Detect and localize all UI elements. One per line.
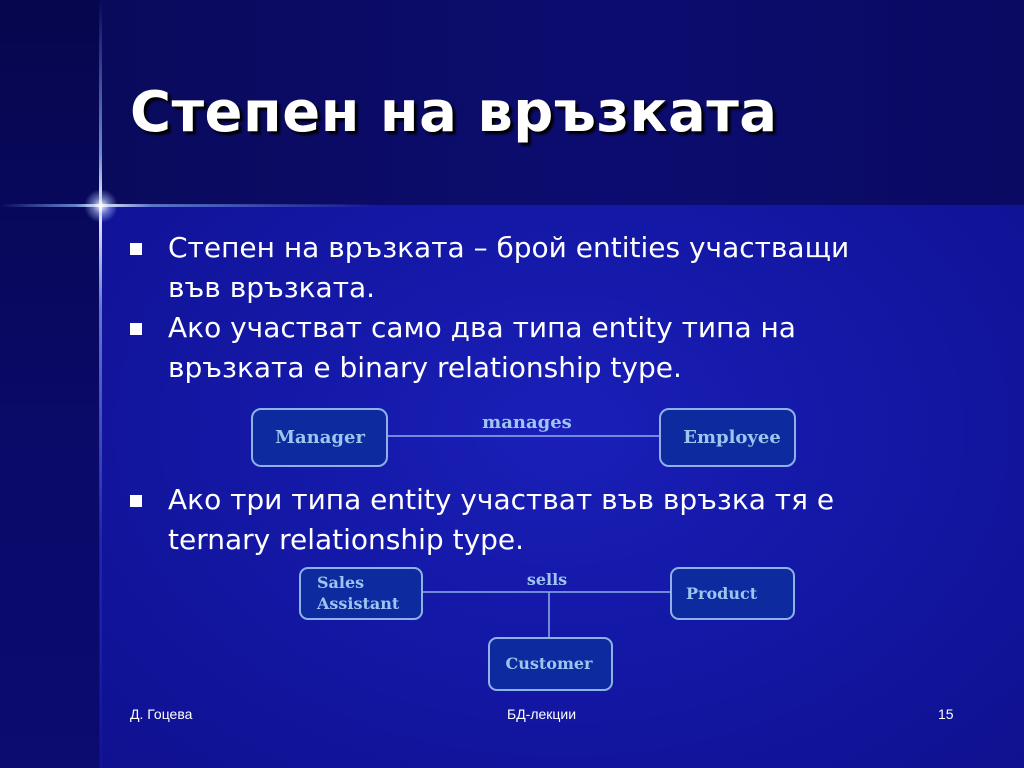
customer-entity-box	[488, 637, 613, 691]
bullet-text: Ако три типа entity участват във връзка …	[168, 483, 835, 556]
sales-assistant-label-line2: Assistant	[316, 594, 400, 613]
bullet-marker	[130, 243, 142, 255]
light-flare-horizontal	[0, 204, 380, 207]
light-flare-vertical	[99, 0, 102, 768]
product-entity-box	[670, 567, 795, 620]
ternary-relationship-diagram: Sales Assistant Product Customer sells	[299, 567, 795, 691]
footer-page-number: 15	[938, 706, 954, 722]
product-entity-label: Product	[686, 584, 758, 603]
bullet-item-1: Степен на връзката – брой entities участ…	[130, 228, 880, 308]
background-title-band	[100, 0, 1024, 205]
bullet-item-2: Ако участват само два типа entity типа н…	[130, 308, 880, 388]
background-left-band	[0, 0, 100, 768]
footer-author: Д. Гоцева	[130, 706, 193, 722]
sales-assistant-label-line1: Sales	[317, 573, 364, 592]
manager-entity-box	[251, 408, 388, 467]
footer-course: БД-лекции	[507, 706, 577, 722]
bullet-marker	[130, 495, 142, 507]
bullet-text: Ако участват само два типа entity типа н…	[168, 311, 796, 384]
sells-relationship-label: sells	[527, 570, 567, 589]
bullet-marker	[130, 323, 142, 335]
manager-entity-label: Manager	[275, 427, 365, 448]
slide-title: Степен на връзката	[130, 80, 778, 145]
customer-entity-label: Customer	[506, 654, 594, 673]
light-flare-star	[84, 189, 118, 223]
binary-relationship-diagram: Manager Employee manages	[251, 408, 796, 467]
bullet-item-3: Ако три типа entity участват във връзка …	[130, 480, 880, 560]
manages-relationship-label: manages	[482, 412, 572, 433]
sales-assistant-entity-box	[299, 567, 423, 620]
employee-entity-box	[659, 408, 796, 467]
bullet-text: Степен на връзката – брой entities участ…	[168, 231, 850, 304]
employee-entity-label: Employee	[683, 427, 781, 448]
